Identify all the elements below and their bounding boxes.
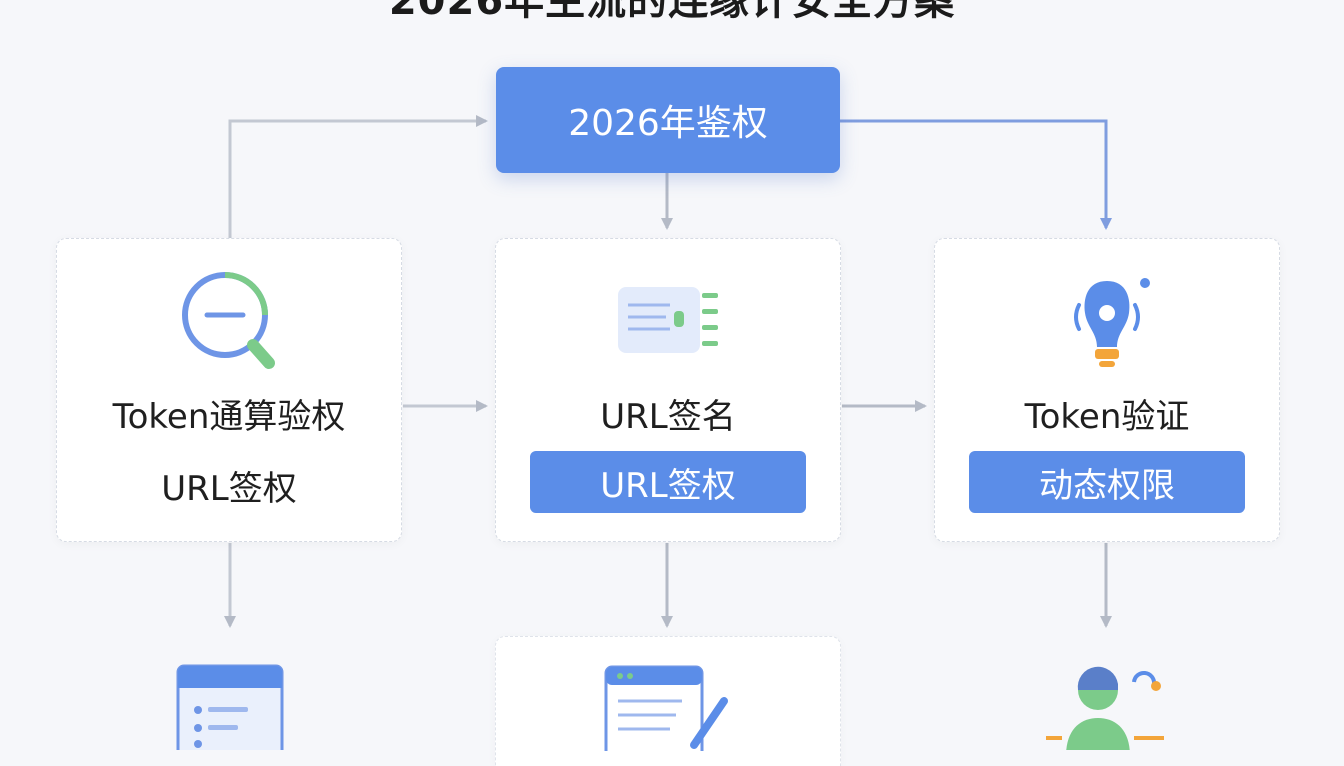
user-settings-icon (1046, 666, 1164, 750)
window-list-icon (176, 664, 284, 750)
card-1-subtitle: URL签权 (161, 469, 297, 509)
card-token-auth[interactable]: Token通算验权 URL签权 (56, 238, 402, 542)
document-list-icon (618, 287, 718, 353)
lightbulb-icon (1074, 278, 1150, 367)
edit-document-icon (604, 665, 728, 751)
card-url-sign[interactable]: URL签名 URL签权 (495, 238, 841, 542)
search-icon (182, 272, 275, 369)
diagram-canvas: 2026年主流的连缘计安全方案 2026年鉴权 (56, 0, 1280, 766)
card-3-title: Token验证 (1024, 397, 1190, 437)
arrow-top-to-right (840, 119, 1112, 230)
top-node-label: 2026年鉴权 (568, 103, 768, 144)
card-2-title: URL签名 (600, 397, 736, 437)
bottom-card-middle[interactable] (495, 636, 841, 766)
dynamic-permission-button[interactable]: 动态权限 (969, 451, 1245, 513)
top-node-auth[interactable]: 2026年鉴权 (496, 67, 840, 173)
diagram-title: 2026年主流的连缘计安全方案 (388, 0, 956, 24)
card-token-verify[interactable]: Token验证 动态权限 (934, 238, 1280, 542)
arrow-left-to-top (228, 115, 488, 238)
url-auth-button[interactable]: URL签权 (530, 451, 806, 513)
card-1-title: Token通算验权 (112, 397, 346, 437)
